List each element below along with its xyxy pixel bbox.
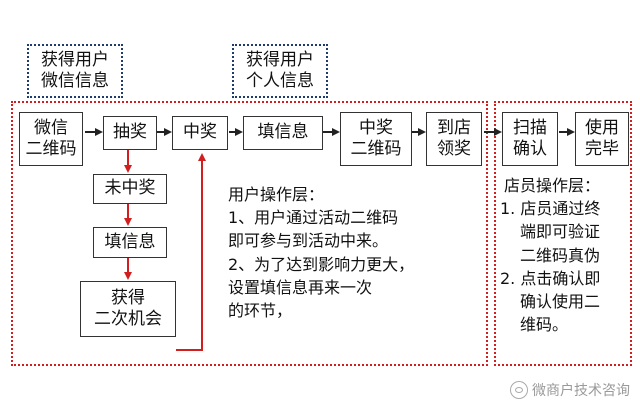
- label-personal-info: 获得用户 个人信息: [232, 44, 328, 98]
- user-layer-line: 设置填信息再来一次: [228, 277, 373, 297]
- node-use-done: 使用 完毕: [575, 112, 629, 166]
- staff-layer-line: 二维码真伪: [520, 245, 601, 265]
- staff-layer-line: 1. 店员通过终: [500, 199, 601, 219]
- arrow-chance-to-win: [176, 153, 206, 351]
- staff-layer-line: 2. 点击确认即: [500, 268, 601, 288]
- staff-layer-title: 店员操作层：: [504, 176, 601, 195]
- staff-layer-line: 维码。: [520, 315, 569, 335]
- user-layer-line: 1、用户通过活动二维码: [228, 208, 399, 228]
- node-draw: 抽奖: [103, 116, 157, 150]
- watermark-text: 微商户技术咨询: [532, 383, 630, 399]
- user-layer-line: 2、为了达到影响力更大，: [228, 254, 415, 274]
- user-layer-title: 用户操作层：: [228, 185, 325, 204]
- staff-layer-line: 端即可验证: [520, 222, 601, 242]
- node-wechat-qr: 微信 二维码: [19, 112, 83, 166]
- label-wechat-info: 获得用户 微信信息: [27, 44, 123, 98]
- wechat-icon: [510, 381, 528, 399]
- node-win: 中奖: [172, 116, 228, 150]
- node-fill-info: 填信息: [243, 116, 323, 150]
- user-operation-region: [11, 101, 488, 366]
- node-second-chance: 获得 二次机会: [80, 281, 176, 337]
- node-fill-info-2: 填信息: [93, 227, 167, 258]
- node-no-win: 未中奖: [93, 174, 167, 204]
- staff-operation-region: [494, 101, 632, 366]
- watermark: 微商户技术咨询: [510, 380, 630, 400]
- node-scan-confirm: 扫描 确认: [502, 112, 558, 166]
- node-prize-qr: 中奖 二维码: [340, 112, 412, 166]
- staff-layer-line: 确认使用二: [520, 291, 601, 311]
- user-layer-note: 用户操作层： 1、用户通过活动二维码 即可参与到活动中来。 2、为了达到影响力更…: [228, 183, 414, 322]
- node-store-claim: 到店 领奖: [426, 112, 482, 166]
- staff-layer-note: 店员操作层： 1. 店员通过终 端即可验证 二维码真伪 2. 点击确认即 确认使…: [500, 174, 600, 336]
- user-layer-line: 的环节，: [228, 300, 293, 320]
- user-layer-line: 即可参与到活动中来。: [228, 231, 389, 251]
